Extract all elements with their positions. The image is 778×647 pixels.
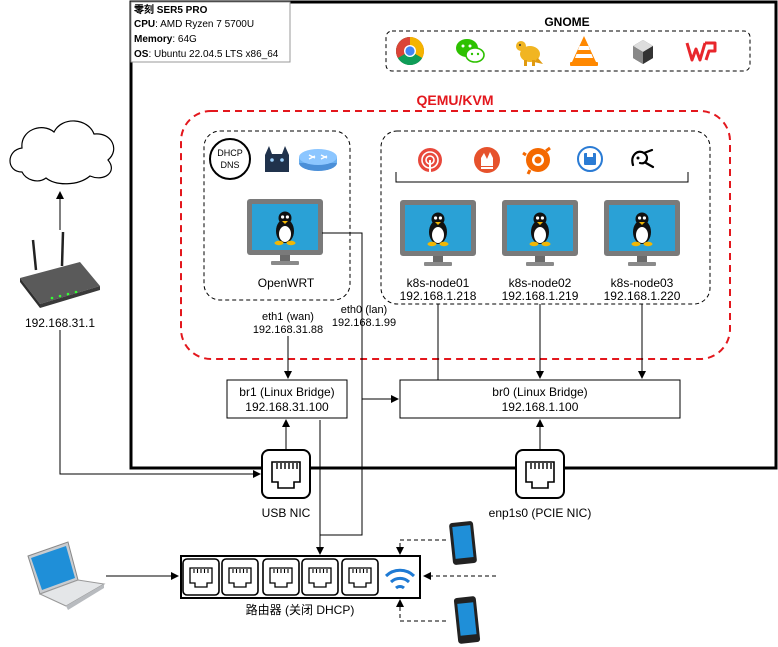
openwrt-vm-box (203, 130, 351, 301)
k8s-node03-name: k8s-node03 (611, 276, 674, 290)
wifi-icon (384, 568, 416, 590)
chrome-icon[interactable] (396, 37, 424, 65)
prometheus-icon (474, 147, 500, 173)
gnome-apps-box (385, 30, 751, 72)
k8s-node01-ip: 192.168.1.218 (400, 289, 477, 303)
wps-icon[interactable] (685, 41, 717, 62)
wireless-links (396, 539, 496, 622)
k8s-tool-icon (631, 148, 655, 169)
lan-interface-label: eth0 (lan) (341, 304, 387, 316)
k8s-node03-ip: 192.168.1.220 (604, 289, 681, 303)
phone-icon (453, 596, 481, 644)
gnome-title: GNOME (544, 15, 589, 29)
svg-text:192.168.31.100: 192.168.31.100 (245, 400, 329, 414)
br1-bridge: br1 (Linux Bridge) 192.168.31.100 (226, 379, 348, 419)
host-info-panel: 零刻 SER5 PRO CPU: AMD Ryzen 7 5700U Memor… (130, 1, 291, 63)
wan-interface-ip: 192.168.31.88 (253, 324, 323, 336)
br0-bridge: br0 (Linux Bridge) 192.168.1.100 (399, 379, 681, 419)
k8s-node01-name: k8s-node01 (407, 276, 470, 290)
k8s-tools-bracket (395, 172, 689, 183)
k8s-node01-monitor (400, 200, 476, 266)
pcie-nic-label: enp1s0 (PCIE NIC) (489, 506, 592, 520)
svg-text:br0 (Linux Bridge): br0 (Linux Bridge) (492, 385, 587, 399)
router-icon (299, 149, 337, 171)
svg-text:DNS: DNS (220, 160, 239, 170)
internet-cloud-icon (9, 120, 115, 185)
k8s-node03-monitor (604, 200, 680, 266)
usb-nic-port (261, 449, 311, 499)
lan-router-switch (180, 555, 421, 599)
wan-interface-label: eth1 (wan) (262, 311, 314, 323)
pcie-nic-port (515, 449, 565, 499)
upstream-router-ip: 192.168.31.1 (25, 316, 95, 330)
qemu-kvm-boundary (180, 110, 731, 360)
connector-lines (56, 191, 646, 580)
host-spec-cpu: CPU: AMD Ryzen 7 5700U (134, 19, 254, 30)
dhcp-dns-badge: DHCP DNS (209, 138, 251, 180)
host-spec-os: OS: Ubuntu 22.04.5 LTS x86_64 (134, 49, 279, 60)
k8s-cluster-box (380, 130, 711, 305)
upstream-router-icon (20, 231, 100, 308)
k8s-node02-name: k8s-node02 (509, 276, 572, 290)
wechat-icon[interactable] (456, 39, 485, 63)
openwrt-label: OpenWRT (258, 276, 315, 290)
svg-text:br1 (Linux Bridge): br1 (Linux Bridge) (239, 385, 334, 399)
host-box (129, 0, 778, 470)
dbeaver-icon[interactable] (516, 41, 543, 66)
laptop-icon (27, 541, 106, 610)
host-spec-memory: Memory: 64G (134, 34, 197, 45)
tablet-icon (449, 521, 477, 565)
argocd-icon (418, 148, 442, 172)
host-name: 零刻 SER5 PRO (133, 3, 208, 16)
grafana-icon (522, 146, 551, 175)
lan-interface-ip: 192.168.1.99 (332, 317, 396, 329)
usb-nic-label: USB NIC (262, 506, 311, 520)
vlc-icon[interactable] (570, 36, 598, 66)
k8s-node02-monitor (502, 200, 578, 266)
openclash-cat-icon (265, 146, 289, 172)
k8s-node02-ip: 192.168.1.219 (502, 289, 579, 303)
app-cube-icon[interactable] (633, 40, 653, 64)
qemu-title: QEMU/KVM (417, 92, 494, 108)
openwrt-monitor (247, 199, 323, 265)
svg-text:DHCP: DHCP (217, 148, 243, 158)
backup-icon (577, 146, 603, 172)
svg-text:192.168.1.100: 192.168.1.100 (502, 400, 579, 414)
lan-router-label: 路由器 (关闭 DHCP) (246, 602, 355, 617)
